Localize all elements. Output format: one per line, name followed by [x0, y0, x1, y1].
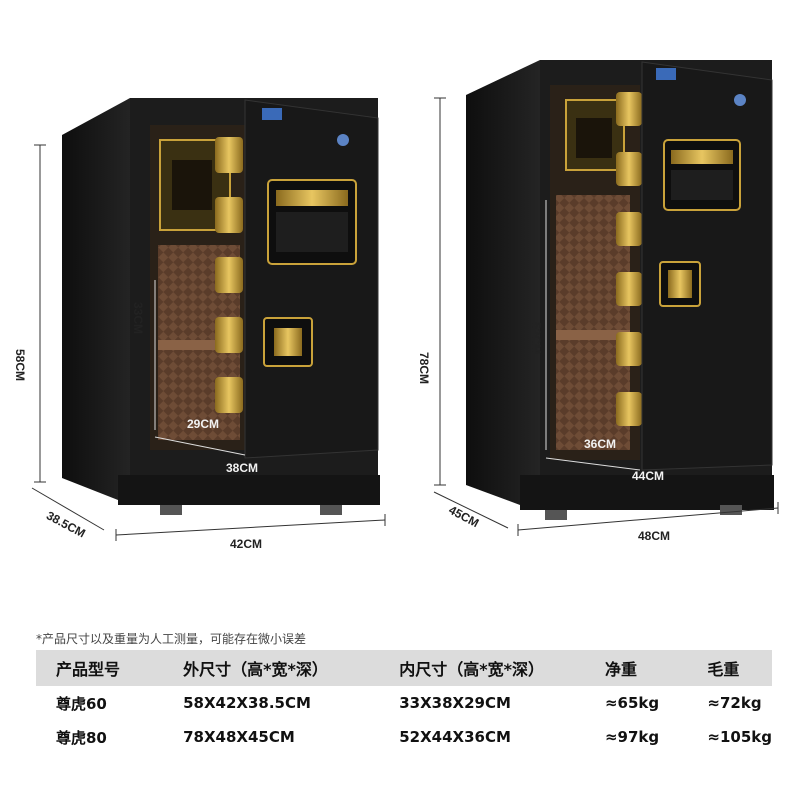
locking-bolts-small [215, 137, 243, 413]
header-inner-size: 内尺寸（高*宽*深） [379, 650, 585, 686]
dim-large-inner-depth: 36CM [584, 437, 616, 451]
dims-large [433, 97, 779, 536]
dim-small-outer-depth: 38.5CM [44, 508, 88, 540]
cell-net-weight: ≈97kg [604, 728, 660, 746]
dim-small-inner-width: 38CM [226, 461, 258, 475]
cell-inner-size: 52X44X36CM [399, 728, 511, 746]
dim-small-outer-width: 42CM [230, 537, 262, 551]
spec-header-row: 产品型号 外尺寸（高*宽*深） 内尺寸（高*宽*深） 净重 毛重 [36, 650, 772, 686]
cell-model: 尊虎80 [56, 728, 107, 747]
dim-large-inner-height: 52CM [529, 322, 543, 354]
safe-large [466, 60, 774, 520]
header-model: 产品型号 [36, 650, 164, 686]
product-illustration: 58CM 38.5CM 42CM 33CM 29CM 38CM [13, 60, 779, 551]
cell-inner-size: 33X38X29CM [399, 694, 511, 712]
header-net-weight: 净重 [584, 650, 688, 686]
cell-gross-weight: ≈105kg [707, 728, 772, 746]
spec-table: 产品型号 外尺寸（高*宽*深） 内尺寸（高*宽*深） 净重 毛重 尊虎60 58… [36, 650, 772, 754]
header-gross-weight: 毛重 [687, 650, 772, 686]
cell-outer-size: 58X42X38.5CM [183, 694, 311, 712]
cell-gross-weight: ≈72kg [707, 694, 762, 712]
header-outer-size: 外尺寸（高*宽*深） [163, 650, 380, 686]
cell-model: 尊虎60 [56, 694, 107, 713]
dim-large-inner-width: 44CM [632, 469, 664, 483]
locking-bolts-large [616, 92, 642, 426]
measurement-note: *产品尺寸以及重量为人工测量，可能存在微小误差 [36, 632, 307, 646]
table-row: 尊虎80 78X48X45CM 52X44X36CM ≈97kg ≈105kg [36, 720, 772, 754]
dim-small-inner-depth: 29CM [187, 417, 219, 431]
dim-small-inner-height: 33CM [131, 302, 145, 334]
safe-small [62, 98, 380, 515]
table-row: 尊虎60 58X42X38.5CM 33X38X29CM ≈65kg ≈72kg [36, 686, 772, 720]
cell-net-weight: ≈65kg [604, 694, 660, 712]
dim-large-outer-width: 48CM [638, 529, 670, 543]
dim-small-outer-height: 58CM [13, 349, 27, 381]
dims-small [31, 144, 386, 541]
dim-large-outer-height: 78CM [417, 352, 431, 384]
cell-outer-size: 78X48X45CM [183, 728, 295, 746]
